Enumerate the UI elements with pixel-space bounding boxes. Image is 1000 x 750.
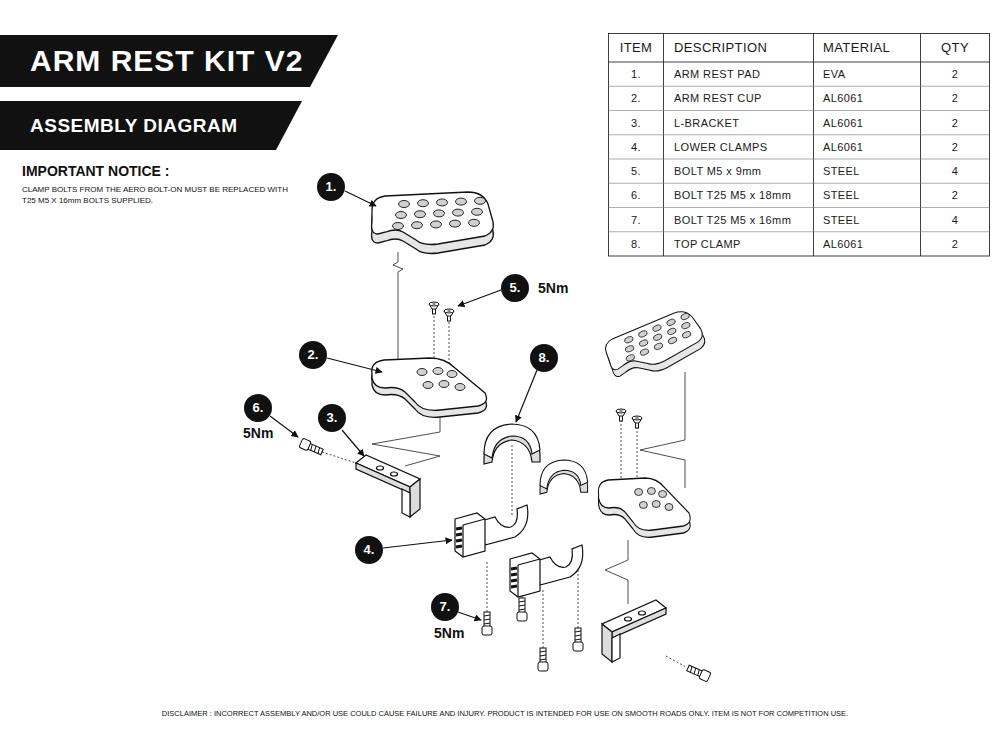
- callout-fill: [501, 274, 529, 302]
- torque-value: 5Nm: [538, 280, 568, 297]
- callout-number: 7.: [440, 599, 451, 615]
- table-cell: 2: [921, 187, 989, 203]
- table-cell: AL6061: [823, 139, 919, 155]
- callout-number: 1.: [326, 179, 337, 195]
- table-cell: STEEL: [823, 163, 919, 179]
- table-cell: STEEL: [823, 212, 919, 228]
- table-cell: 2: [921, 66, 989, 82]
- callout-circle: 6.: [244, 394, 272, 422]
- callout-fill: [317, 173, 345, 201]
- table-cell: 8.: [609, 236, 663, 252]
- callout-number: 3.: [327, 410, 338, 426]
- callout-fill: [244, 394, 272, 422]
- callout-number: 8.: [539, 350, 550, 366]
- table-header: ITEM: [609, 40, 663, 56]
- table-cell: ARM REST PAD: [674, 66, 812, 82]
- table-cell: BOLT T25 M5 x 18mm: [674, 187, 812, 203]
- callout-circle: 5.: [501, 274, 529, 302]
- table-cell: 4.: [609, 139, 663, 155]
- callout-fill: [355, 536, 383, 564]
- banner-fill: [0, 101, 302, 150]
- table-cell: 2: [921, 139, 989, 155]
- table-cell: 5.: [609, 163, 663, 179]
- table-cell: 4: [921, 212, 989, 228]
- table-cell: 2: [921, 236, 989, 252]
- section-banner: ASSEMBLY DIAGRAM: [0, 101, 302, 150]
- callout-fill: [431, 593, 459, 621]
- table-cell: ARM REST CUP: [674, 90, 812, 106]
- table-cell: TOP CLAMP: [674, 236, 812, 252]
- callout-number: 5.: [510, 280, 521, 296]
- table-cell: BOLT T25 M5 x 16mm: [674, 212, 812, 228]
- table-cell: EVA: [823, 66, 919, 82]
- table-cell: 2: [921, 90, 989, 106]
- table-cell: 1.: [609, 66, 663, 82]
- table-cell: 7.: [609, 212, 663, 228]
- callout-number: 2.: [308, 347, 319, 363]
- table-cell: AL6061: [823, 236, 919, 252]
- torque-value: 5Nm: [243, 425, 273, 442]
- table-cell: 4: [921, 163, 989, 179]
- table-cell: STEEL: [823, 187, 919, 203]
- callout-number: 4.: [364, 542, 375, 558]
- table-header: MATERIAL: [823, 40, 919, 56]
- table-cell: 3.: [609, 115, 663, 131]
- table-cell: BOLT M5 x 9mm: [674, 163, 812, 179]
- callout-fill: [318, 404, 346, 432]
- callout-circle: 4.: [355, 536, 383, 564]
- notice-text: CLAMP BOLTS FROM THE AERO BOLT-ON MUST B…: [22, 184, 297, 206]
- callout-circle: 2.: [299, 341, 327, 369]
- table-cell: 2.: [609, 90, 663, 106]
- notice-heading: IMPORTANT NOTICE :: [22, 162, 170, 180]
- table-cell: 2: [921, 115, 989, 131]
- callout-number: 6.: [253, 400, 264, 416]
- table-cell: AL6061: [823, 90, 919, 106]
- callout-circle: 8.: [530, 344, 558, 372]
- table-header: QTY: [921, 40, 989, 56]
- disclaimer-text: DISCLAIMER : INCORRECT ASSEMBLY AND/OR U…: [0, 708, 1000, 720]
- callout-fill: [530, 344, 558, 372]
- table-cell: 6.: [609, 187, 663, 203]
- kit-title: ARM REST KIT V2: [30, 37, 303, 85]
- callout-circle: 7.: [431, 593, 459, 621]
- table-cell: LOWER CLAMPS: [674, 139, 812, 155]
- callout-circle: 3.: [318, 404, 346, 432]
- callout-circle: 1.: [317, 173, 345, 201]
- banner-text: ASSEMBLY DIAGRAM: [0, 101, 302, 150]
- table-cell: L-BRACKET: [674, 115, 812, 131]
- table-cell: AL6061: [823, 115, 919, 131]
- callout-fill: [299, 341, 327, 369]
- table-header: DESCRIPTION: [674, 40, 812, 56]
- torque-value: 5Nm: [434, 625, 464, 642]
